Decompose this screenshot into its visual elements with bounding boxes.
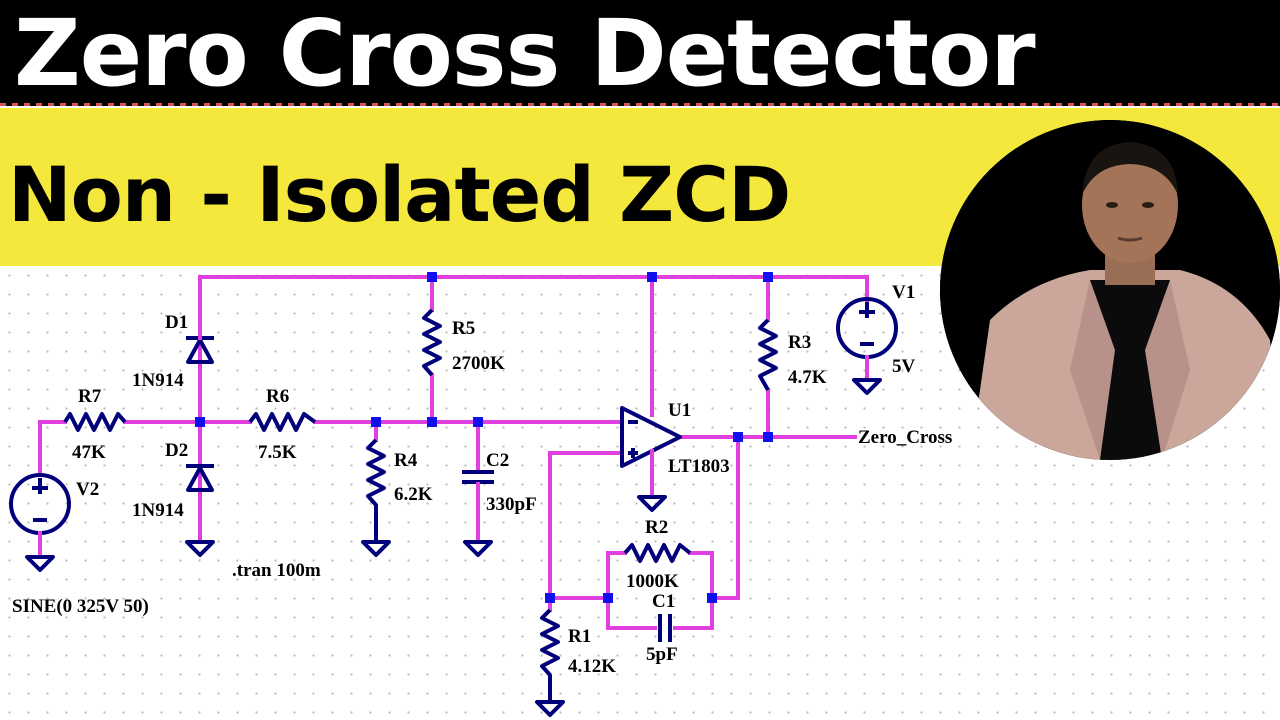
wire-top-rail: [198, 275, 869, 302]
d2-ref: D2: [165, 440, 188, 461]
r7-value: 47K: [72, 442, 106, 463]
node: [763, 432, 773, 442]
resistor-r4: [366, 438, 386, 540]
node: [545, 593, 555, 603]
resistor-r1: [540, 608, 560, 700]
ground-r4: [361, 540, 391, 557]
resistor-r6: [248, 412, 317, 432]
output-net-label: Zero_Cross: [858, 427, 952, 448]
c1-ref: C1: [652, 591, 675, 612]
source-v2: [9, 473, 71, 557]
node: [603, 593, 613, 603]
opamp-u1: [620, 406, 682, 497]
ground-r1: [535, 700, 565, 717]
node: [427, 417, 437, 427]
node: [427, 272, 437, 282]
resistor-r5: [422, 308, 442, 377]
d1-value: 1N914: [132, 370, 184, 391]
r1-ref: R1: [568, 626, 591, 647]
r5-ref: R5: [452, 318, 475, 339]
title-divider: [0, 103, 1280, 106]
ground-v1: [852, 378, 882, 395]
ground-v2: [25, 555, 55, 572]
d2-value: 1N914: [132, 500, 184, 521]
wire-c1-loop: [606, 596, 657, 630]
r2-value: 1000K: [626, 571, 679, 592]
source-v1: [836, 297, 898, 380]
resistor-r2: [623, 543, 692, 563]
resistor-r7: [63, 412, 127, 432]
node: [195, 417, 205, 427]
node: [473, 417, 483, 427]
junction-nodes: [195, 272, 773, 603]
page-subtitle: Non - Isolated ZCD: [8, 150, 791, 239]
r5-value: 2700K: [452, 353, 505, 374]
r2-ref: R2: [645, 517, 668, 538]
v2-value: SINE(0 325V 50): [12, 596, 149, 617]
node: [707, 593, 717, 603]
diode-d2: [186, 464, 214, 492]
wire-r2-loop: [606, 551, 627, 600]
resistor-r3: [758, 318, 778, 391]
tran-directive: .tran 100m: [232, 560, 321, 581]
ground-c2: [463, 540, 493, 557]
ground-u1: [637, 495, 667, 512]
wire-feedback: [710, 435, 740, 600]
c2-ref: C2: [486, 450, 509, 471]
capacitor-c1: [658, 614, 672, 642]
wire-r2-loop-right: [688, 551, 714, 630]
node: [763, 272, 773, 282]
node: [733, 432, 743, 442]
diode-d1: [186, 308, 214, 364]
node: [371, 417, 381, 427]
presenter-photo: [940, 120, 1280, 460]
c1-value: 5pF: [646, 644, 678, 665]
r3-ref: R3: [788, 332, 811, 353]
r4-value: 6.2K: [394, 484, 433, 505]
c2-value: 330pF: [486, 494, 537, 515]
r7-ref: R7: [78, 386, 102, 407]
v2-ref: V2: [76, 479, 99, 500]
r6-ref: R6: [266, 386, 289, 407]
u1-value: LT1803: [668, 456, 730, 477]
r3-value: 4.7K: [788, 367, 827, 388]
r1-value: 4.12K: [568, 656, 616, 677]
ground-d2: [185, 540, 215, 557]
wire-noninv: [548, 451, 622, 600]
component-labels: D1 1N914 D2 1N914 R7 47K R6 7.5K R5 2700…: [12, 282, 952, 677]
r4-ref: R4: [394, 450, 418, 471]
u1-ref: U1: [668, 400, 691, 421]
capacitor-c2: [462, 470, 494, 542]
page-title: Zero Cross Detector: [14, 0, 1036, 107]
v1-value: 5V: [892, 356, 916, 377]
node: [647, 272, 657, 282]
title-bar: [0, 0, 1280, 106]
d1-ref: D1: [165, 312, 188, 333]
wire-input: [38, 420, 67, 476]
ground-symbols: [25, 378, 882, 717]
r6-value: 7.5K: [258, 442, 297, 463]
v1-ref: V1: [892, 282, 915, 303]
presenter-illustration: [940, 120, 1280, 460]
